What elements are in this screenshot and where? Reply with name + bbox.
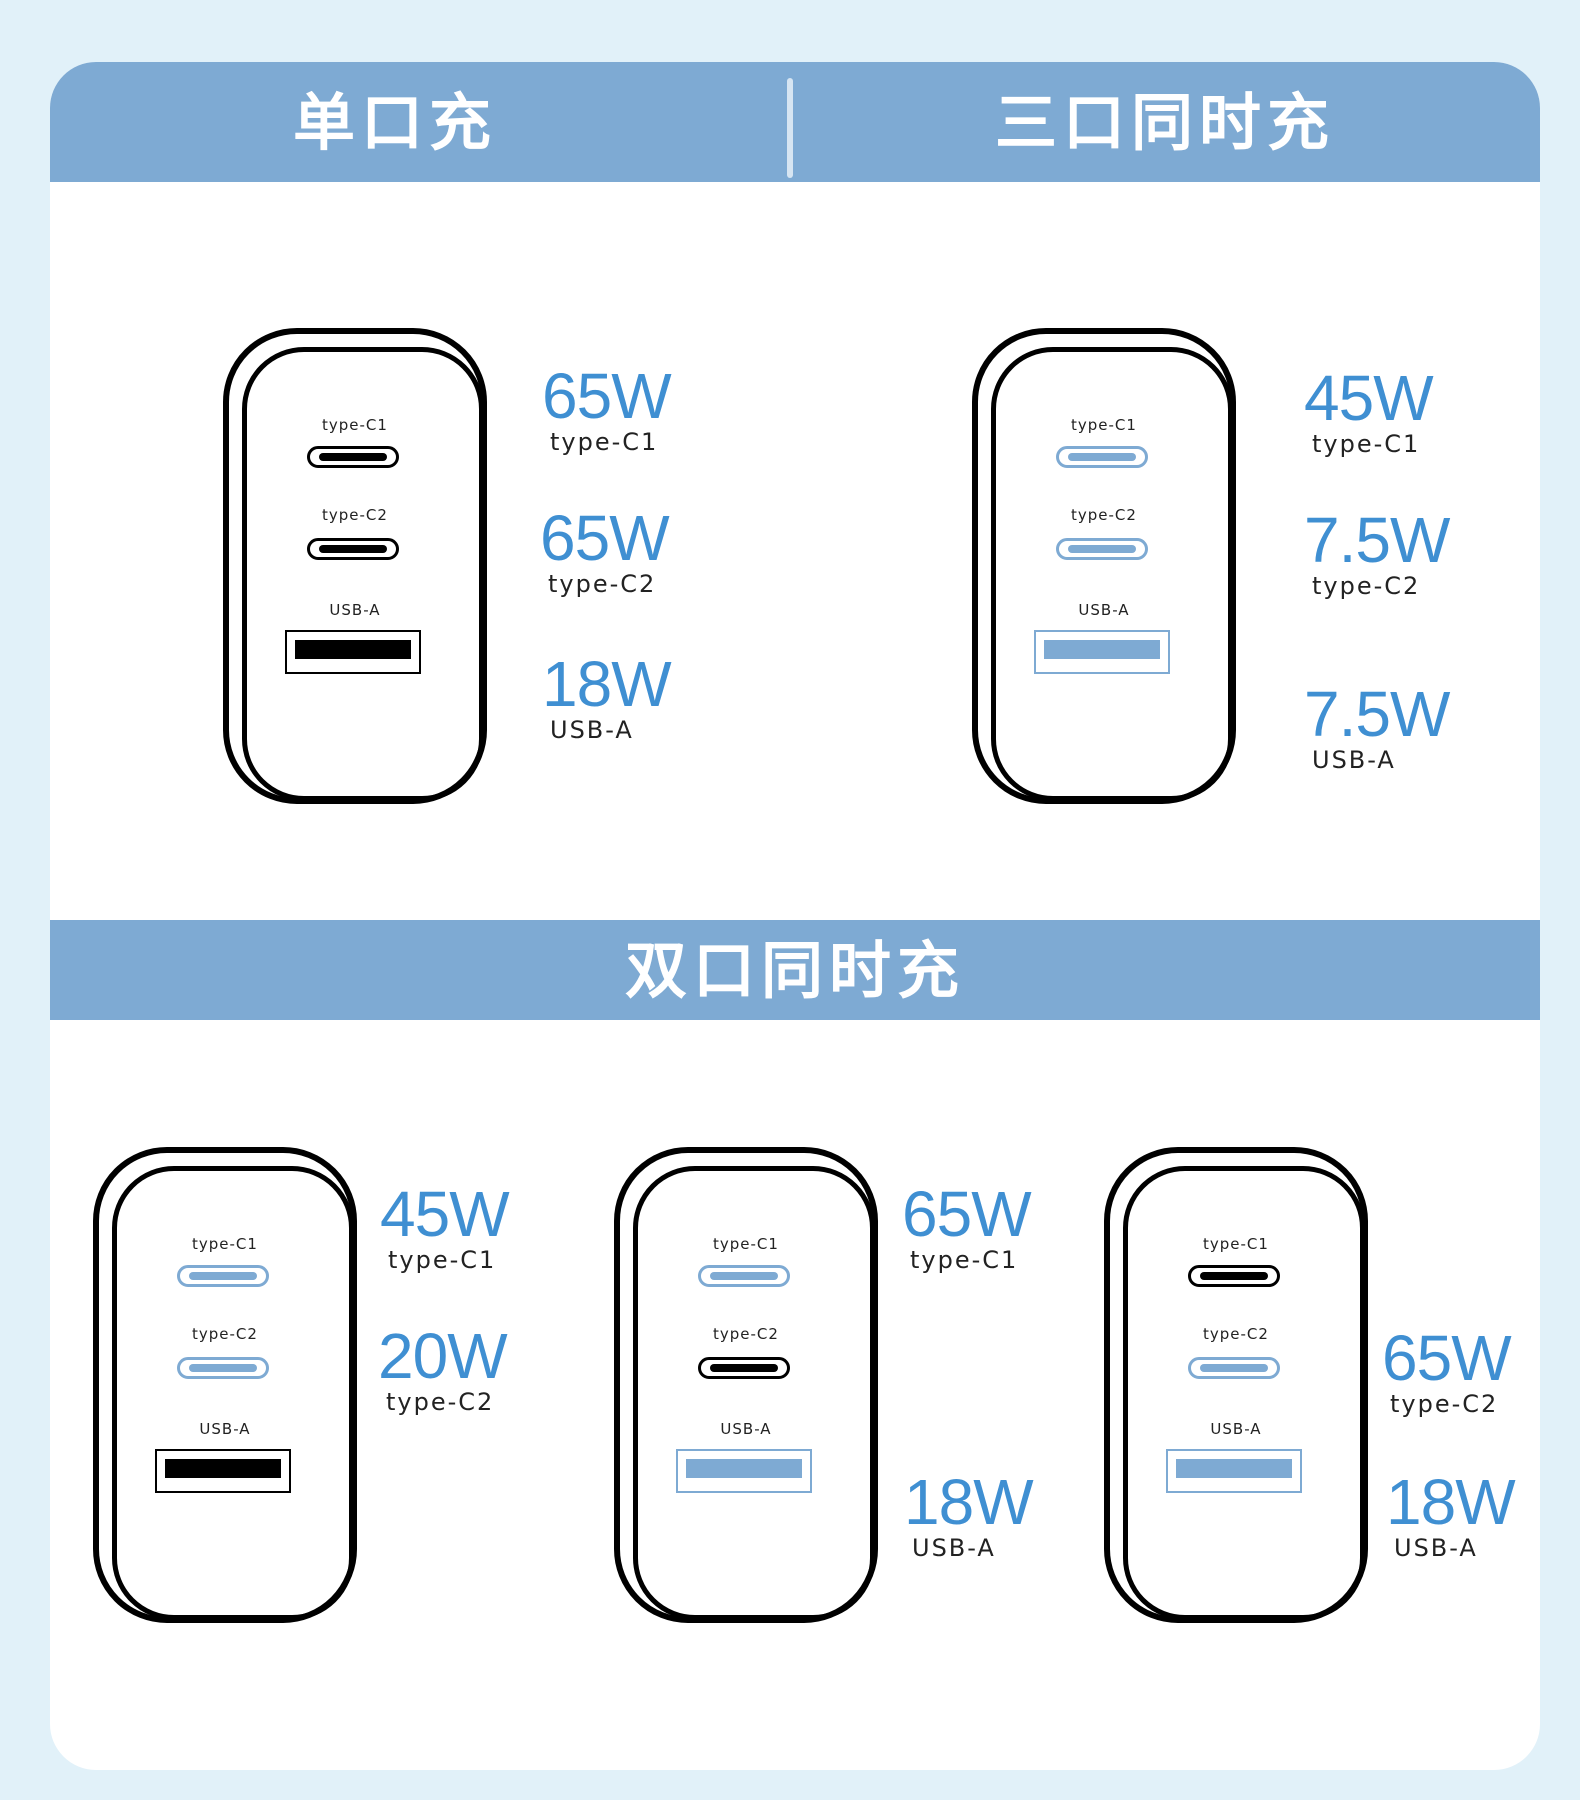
- usb-a-port-icon: [1166, 1449, 1302, 1493]
- usb-a-port-icon: [155, 1449, 291, 1493]
- port-label-c2: type-C2: [322, 506, 388, 524]
- usb-c2-port-icon: [1188, 1357, 1280, 1379]
- charger-outline: [614, 1147, 878, 1623]
- usb-c2-port-icon: [698, 1357, 790, 1379]
- port-label-a: USB-A: [1210, 1420, 1262, 1438]
- charger-single: type-C1 type-C2 USB-A: [223, 328, 487, 804]
- header-dual-port: 双口同时充: [624, 934, 965, 1007]
- port-label-c2: type-C2: [1203, 1325, 1269, 1343]
- header-single-port: 单口充: [292, 86, 497, 159]
- port-label-c1: type-C1: [192, 1235, 258, 1253]
- charger-outline: [223, 328, 487, 804]
- usb-c1-port-icon: [1056, 446, 1148, 468]
- charger-outline: [972, 328, 1236, 804]
- port-label-a: USB-A: [329, 601, 381, 619]
- header-divider: [787, 78, 793, 178]
- port-label-c2: type-C2: [713, 1325, 779, 1343]
- port-label-c2: type-C2: [192, 1325, 258, 1343]
- port-label-a: USB-A: [1078, 601, 1130, 619]
- usb-c2-port-icon: [177, 1357, 269, 1379]
- charger-outline: [93, 1147, 357, 1623]
- port-label-c1: type-C1: [1071, 416, 1137, 434]
- usb-c1-port-icon: [698, 1265, 790, 1287]
- port-label-a: USB-A: [720, 1420, 772, 1438]
- usb-c1-port-icon: [1188, 1265, 1280, 1287]
- usb-c1-port-icon: [307, 446, 399, 468]
- charger-outline: [1104, 1147, 1368, 1623]
- charger-triple: type-C1 type-C2 USB-A: [972, 328, 1236, 804]
- port-label-c1: type-C1: [1203, 1235, 1269, 1253]
- header-triple-port: 三口同时充: [994, 86, 1335, 159]
- usb-a-port-icon: [1034, 630, 1170, 674]
- header-band-top: 单口充 三口同时充: [50, 62, 1540, 182]
- header-band-dual: 双口同时充: [50, 920, 1540, 1020]
- port-label-c2: type-C2: [1071, 506, 1137, 524]
- charger-dual-c1-c2: type-C1 type-C2 USB-A: [93, 1147, 357, 1623]
- usb-c2-port-icon: [1056, 538, 1148, 560]
- usb-c1-port-icon: [177, 1265, 269, 1287]
- usb-c2-port-icon: [307, 538, 399, 560]
- port-label-c1: type-C1: [713, 1235, 779, 1253]
- port-label-a: USB-A: [199, 1420, 251, 1438]
- charger-dual-c1-a: type-C1 type-C2 USB-A: [614, 1147, 878, 1623]
- usb-a-port-icon: [285, 630, 421, 674]
- usb-a-port-icon: [676, 1449, 812, 1493]
- charger-dual-c2-a: type-C1 type-C2 USB-A: [1104, 1147, 1368, 1623]
- port-label-c1: type-C1: [322, 416, 388, 434]
